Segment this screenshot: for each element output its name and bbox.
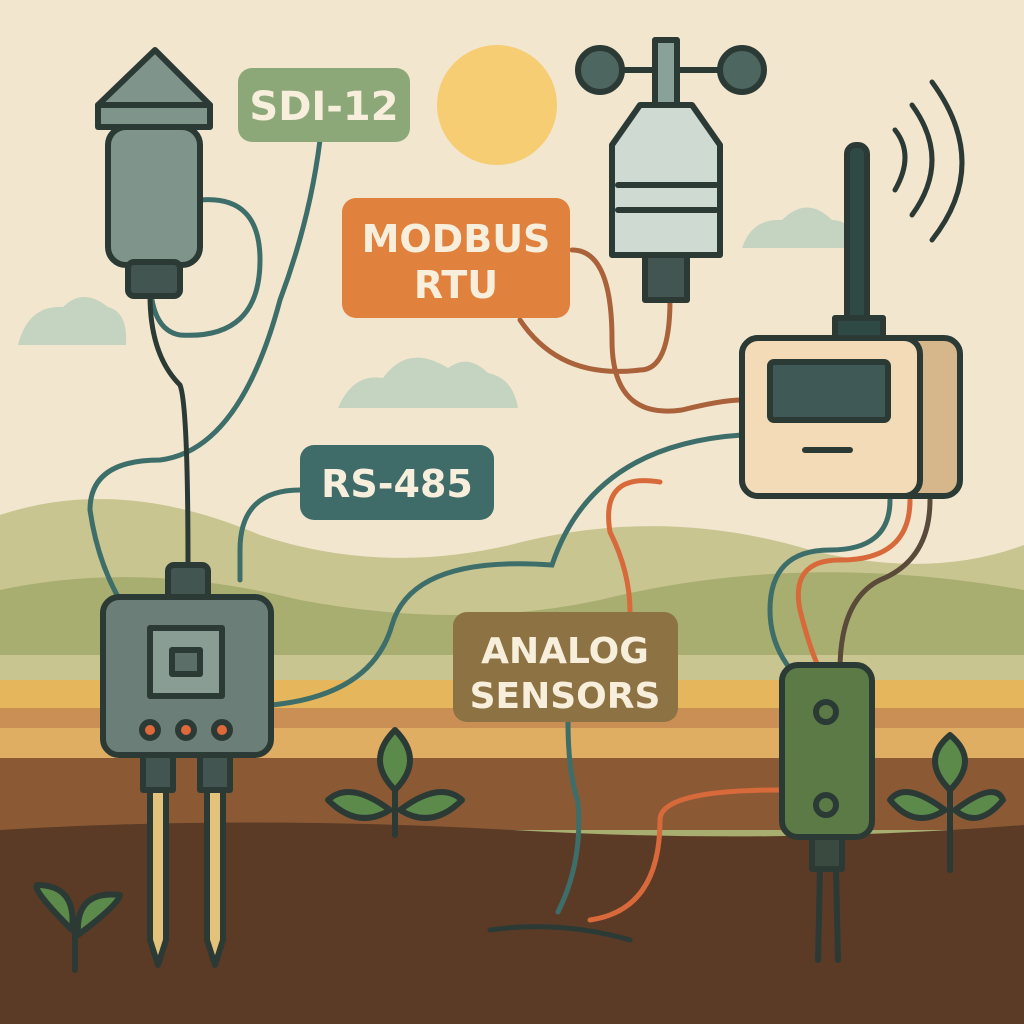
antenna: [844, 142, 870, 333]
wireless-gateway: [739, 79, 965, 499]
wire-teal: [269, 432, 745, 708]
wire-orange: [587, 787, 783, 923]
label-modbus-text-line1: MODBUS: [362, 217, 551, 261]
label-modbus-text-line2: RTU: [414, 263, 498, 307]
label-sdi12-text: SDI-12: [249, 84, 398, 130]
wire-teal: [87, 137, 323, 633]
plant: [33, 882, 123, 973]
plant: [887, 732, 1006, 873]
wire-orange: [606, 478, 663, 615]
wire-dark: [837, 497, 933, 673]
wire-teal: [237, 487, 303, 583]
wire-teal: [767, 497, 893, 683]
soil: [0, 822, 1024, 1024]
signal-wave-icon: [929, 79, 965, 243]
wire-teal: [147, 197, 263, 338]
label-analog-text-line2: SENSORS: [470, 676, 661, 717]
label-sdi12: SDI-12: [238, 68, 410, 142]
sdi12-probe-sensor: [95, 47, 213, 299]
label-modbus-rtu: MODBUS RTU: [342, 198, 570, 318]
label-rs485-text: RS-485: [321, 462, 473, 506]
probe-spike: [204, 787, 226, 968]
wire-brown: [569, 247, 745, 414]
gateway-screen: [767, 359, 891, 423]
cloud: [742, 207, 860, 248]
sun: [437, 45, 557, 165]
weather-station: [575, 37, 767, 303]
signal-wave-icon: [892, 127, 908, 193]
wire-teal: [555, 719, 582, 915]
soil-sensor: [779, 662, 875, 963]
status-led: [175, 719, 197, 741]
status-led: [139, 719, 161, 741]
wire-dark: [147, 292, 191, 568]
wire-orange: [795, 497, 913, 673]
label-rs485: RS-485: [300, 445, 494, 520]
plant: [325, 727, 465, 838]
label-analog-text-line1: ANALOG: [481, 631, 649, 672]
label-analog-sensors: ANALOG SENSORS: [453, 612, 678, 722]
signal-wave-icon: [909, 102, 935, 218]
wire-brown: [517, 297, 673, 374]
status-led: [211, 719, 233, 741]
ground-line: [487, 924, 633, 943]
wires: [87, 137, 933, 943]
data-logger: [100, 562, 274, 968]
cloud: [18, 297, 127, 345]
probe-spike: [147, 787, 169, 968]
cloud: [338, 357, 518, 408]
